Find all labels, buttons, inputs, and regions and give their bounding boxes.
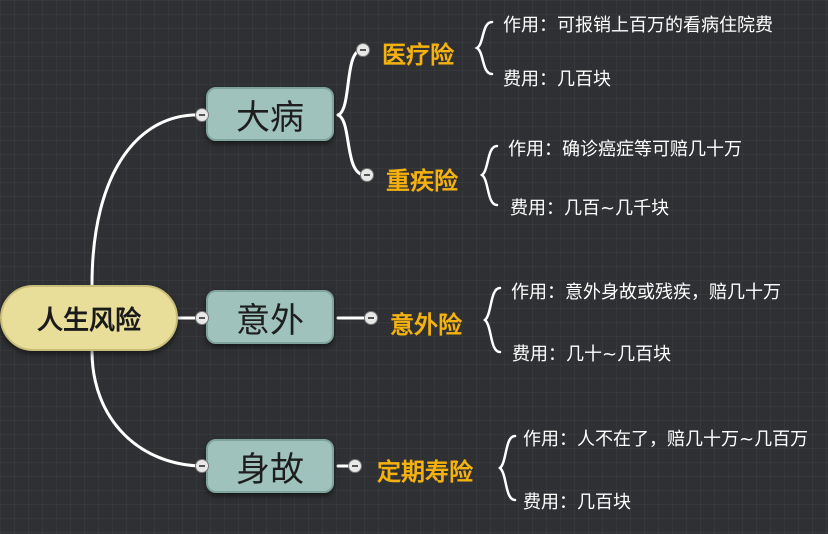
category-label: 身故 — [236, 449, 304, 490]
category-label: 意外 — [236, 300, 304, 341]
effect-text: 作用：确诊癌症等可赔几十万 — [508, 139, 742, 160]
root-label: 人生风险 — [36, 305, 141, 336]
effect-text: 作用：人不在了，赔几十万~几百万 — [523, 429, 809, 450]
collapse-toggle-icon[interactable] — [348, 459, 362, 473]
collapse-toggle-icon[interactable] — [195, 311, 209, 325]
category-node-shengu[interactable]: 身故 — [206, 439, 334, 493]
brace-yiliao — [474, 20, 494, 76]
category-node-yiwai[interactable]: 意外 — [206, 290, 334, 344]
connector-root-daibing — [90, 113, 204, 287]
effect-text: 作用：意外身故或残疾，赔几十万 — [511, 282, 781, 303]
cost-text: 费用：几十~几百块 — [512, 344, 672, 365]
collapse-toggle-icon[interactable] — [364, 311, 378, 325]
collapse-toggle-icon[interactable] — [195, 459, 209, 473]
connector-daibing-yiliao — [336, 48, 364, 117]
product-node-shouxian[interactable]: 定期寿险 — [377, 458, 473, 486]
effect-text: 作用：可报销上百万的看病住院费 — [503, 15, 773, 36]
product-node-yiliao[interactable]: 医疗险 — [382, 41, 454, 69]
product-node-yiwai[interactable]: 意外险 — [390, 311, 462, 339]
cost-text: 费用：几百块 — [523, 492, 631, 513]
product-node-zhongji[interactable]: 重疾险 — [386, 167, 458, 195]
brace-zhongji — [479, 144, 499, 207]
brace-shouxian — [498, 434, 517, 502]
connector-root-shengu — [90, 349, 204, 468]
collapse-toggle-icon[interactable] — [195, 108, 209, 122]
brace-yiwai — [483, 286, 502, 354]
cost-text: 费用：几百~几千块 — [510, 198, 670, 219]
cost-text: 费用：几百块 — [503, 69, 611, 90]
collapse-toggle-icon[interactable] — [360, 168, 374, 182]
connector-daibing-zhongji — [336, 113, 367, 177]
category-node-daibing[interactable]: 大病 — [206, 87, 334, 141]
collapse-toggle-icon[interactable] — [356, 43, 370, 57]
root-node[interactable]: 人生风险 — [0, 285, 178, 351]
category-label: 大病 — [236, 97, 304, 138]
